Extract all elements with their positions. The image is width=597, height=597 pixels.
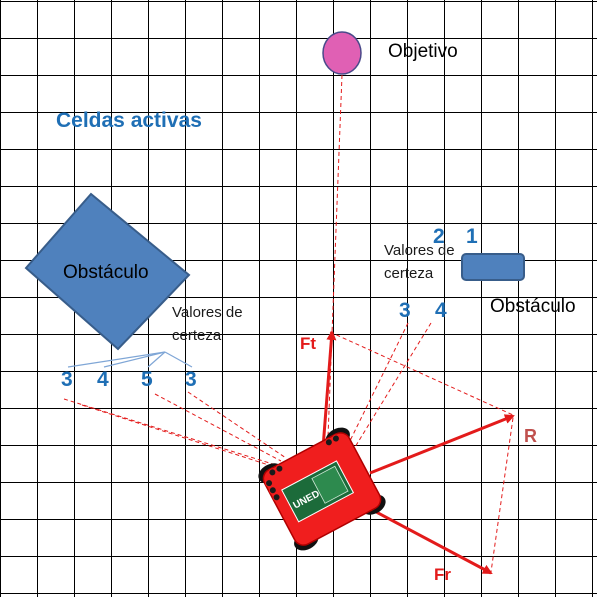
- obstacle-left-label: Obstáculo: [63, 262, 149, 283]
- ft-arrow: [321, 330, 337, 449]
- obstacle-right: Obstáculo: [461, 253, 576, 317]
- robot-sensor: [275, 464, 284, 473]
- robot: UNED: [258, 427, 386, 551]
- certainty-value: 3: [185, 368, 197, 391]
- certainty-value: 3: [399, 299, 411, 322]
- obstacle-left-shape: [24, 192, 191, 351]
- certainty-label-left-line2: certeza: [172, 327, 222, 344]
- ft-label: Ft: [300, 334, 316, 353]
- certainty-label-right-line1: Valores de: [384, 242, 455, 259]
- sensor-ray: [490, 417, 514, 573]
- goal-circle: [322, 31, 362, 75]
- fr-label: Fr: [434, 565, 451, 584]
- obstacle-left: Obstáculo: [24, 192, 191, 351]
- certainty-value: 3: [61, 368, 73, 391]
- certainty-label-right-line2: certeza: [384, 265, 434, 282]
- goal: Objetivo: [322, 31, 458, 75]
- certainty-value: 2: [433, 225, 445, 248]
- robot-logo-inner: [311, 465, 349, 504]
- robot-sensor: [265, 479, 274, 488]
- certainty-value: 4: [435, 299, 447, 322]
- connector-line: [67, 351, 166, 368]
- r-label: R: [524, 426, 537, 446]
- sensor-rays: [63, 74, 514, 573]
- sensor-ray: [342, 322, 409, 456]
- sensor-ray: [81, 404, 279, 469]
- certainty-value: 4: [97, 368, 109, 391]
- robot-sensor: [272, 493, 281, 502]
- connector-line: [147, 351, 166, 368]
- certainty-label-left-line1: Valores de: [172, 304, 243, 321]
- connector-line: [164, 351, 193, 368]
- sensor-ray: [327, 74, 343, 438]
- connector-line: [103, 351, 166, 368]
- robot-sensor: [268, 486, 277, 495]
- certainty-value: 1: [466, 225, 478, 248]
- sensor-ray: [351, 322, 432, 453]
- sensor-ray: [154, 393, 282, 462]
- robot-sensors: [265, 434, 340, 502]
- certainty-connectors: [67, 351, 193, 368]
- obstacle-right-shape: [461, 253, 525, 281]
- sensor-ray: [329, 331, 514, 416]
- robot-sensor: [324, 438, 333, 447]
- obstacle-right-label: Obstáculo: [490, 296, 576, 317]
- certainty-value: 5: [141, 368, 153, 391]
- active-cells-label: Celdas activas: [56, 109, 202, 132]
- r-arrow: [369, 414, 515, 475]
- goal-label: Objetivo: [388, 41, 458, 62]
- robot-sensor: [268, 468, 277, 477]
- robot-sensor: [331, 434, 340, 443]
- sensor-ray: [63, 398, 277, 466]
- sensor-ray: [187, 391, 287, 459]
